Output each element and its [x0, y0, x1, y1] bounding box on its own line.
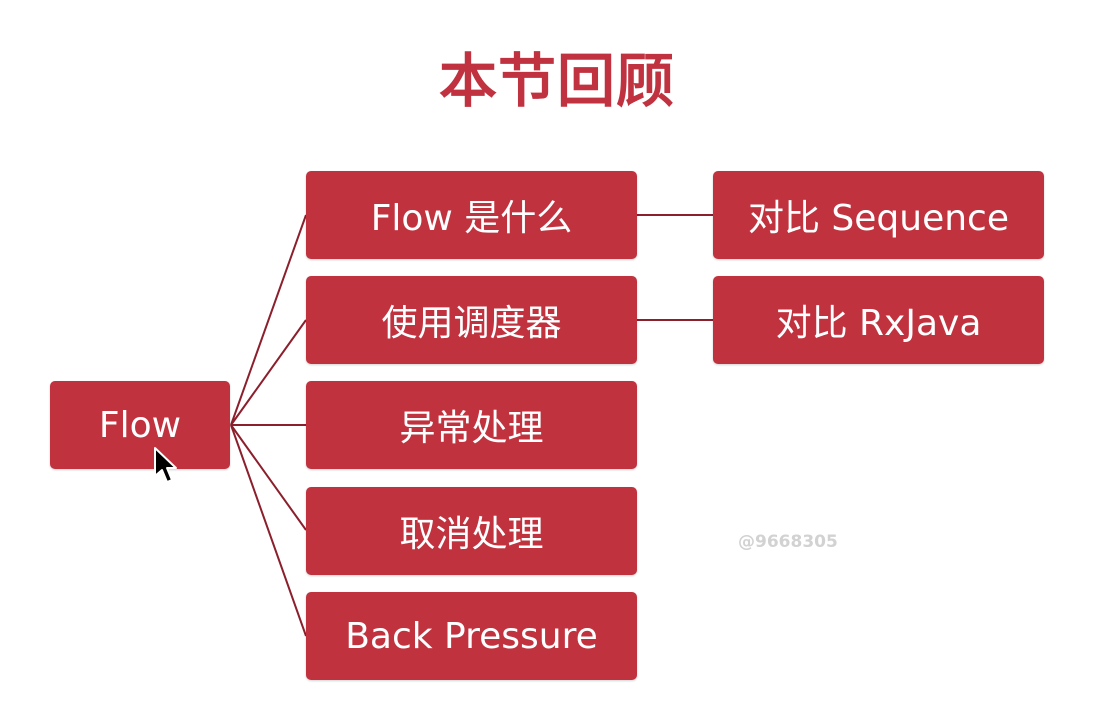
node-label: 异常处理	[399, 408, 544, 449]
node-dispatcher: 使用调度器	[306, 276, 637, 364]
node-label: 取消处理	[399, 514, 544, 555]
connector-flow-dispatcher	[230, 319, 307, 426]
connector-flow-cancel	[230, 424, 307, 531]
node-back-pressure: Back Pressure	[306, 592, 637, 680]
node-label: Flow 是什么	[370, 198, 573, 239]
node-compare-rxjava: 对比 RxJava	[713, 276, 1044, 364]
node-label: Back Pressure	[345, 615, 598, 657]
node-exception-handling: 异常处理	[306, 381, 637, 469]
watermark: @9668305	[738, 532, 838, 552]
node-flow-root: Flow	[50, 381, 230, 469]
node-label: 使用调度器	[381, 303, 562, 344]
connector-flow-what	[230, 214, 307, 426]
node-flow-root-label: Flow	[98, 404, 182, 446]
connector-flow-backpressure	[230, 424, 307, 637]
node-label: 对比 RxJava	[775, 303, 982, 344]
node-cancel-handling: 取消处理	[306, 487, 637, 575]
node-flow-what: Flow 是什么	[306, 171, 637, 259]
mouse-pointer-icon	[154, 447, 177, 483]
node-compare-sequence: 对比 Sequence	[713, 171, 1044, 259]
page-title: 本节回顾	[438, 47, 675, 115]
node-label: 对比 Sequence	[747, 198, 1010, 239]
